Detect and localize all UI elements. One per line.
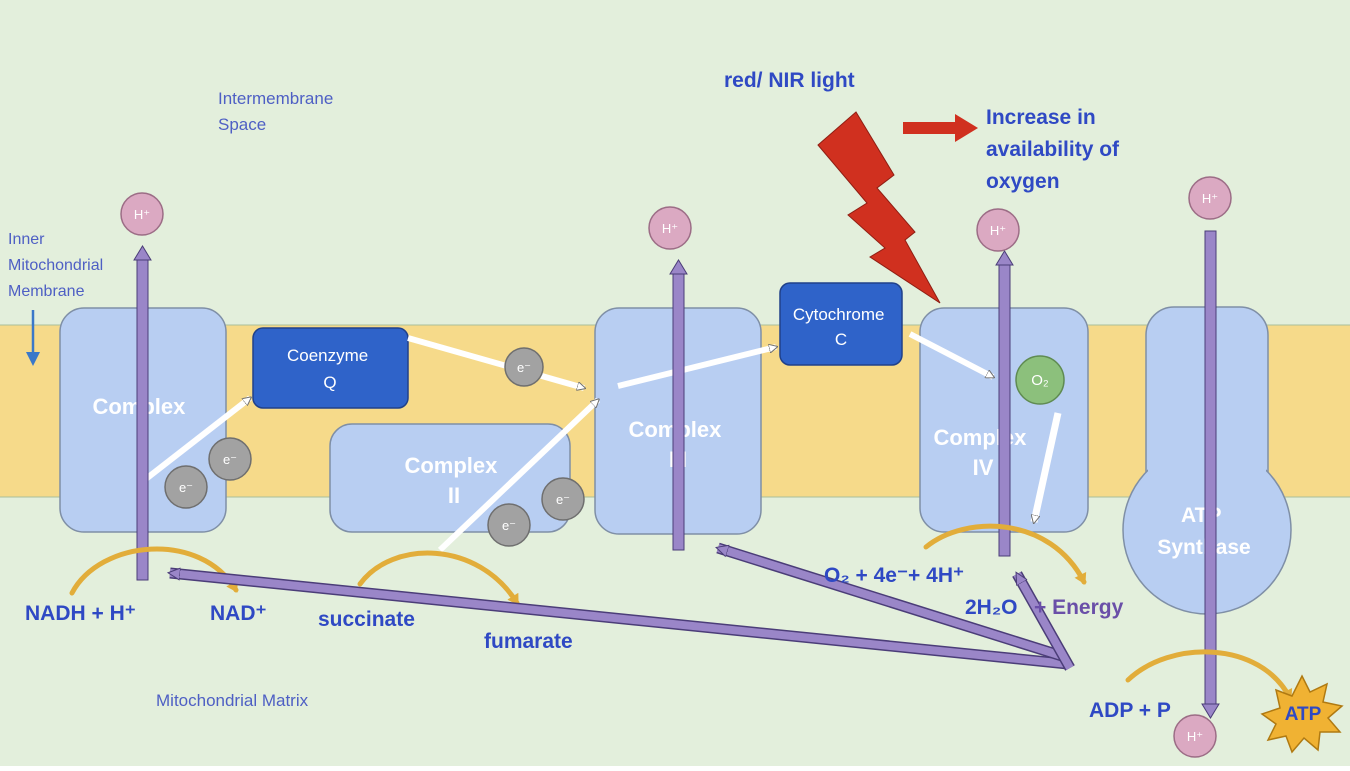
- complex-ii: Complex II: [329, 423, 571, 533]
- proton: H⁺: [1173, 714, 1217, 758]
- nadh-reaction-curve: [69, 546, 239, 596]
- oxygen-molecule: O₂: [1015, 355, 1065, 405]
- succinate-reaction-curve: [357, 550, 520, 606]
- nad-label: NAD⁺: [210, 602, 267, 625]
- nadh-label: NADH + H⁺: [25, 602, 136, 625]
- oxygen-reaction-curve: [923, 523, 1087, 585]
- reaction-curves: [69, 523, 1293, 701]
- complex-ii-label: Complex II: [404, 453, 503, 508]
- atp-burst-label: ATP: [1285, 704, 1322, 725]
- inner-membrane-label: Inner Mitochondrial Membrane: [8, 231, 108, 300]
- proton-arrow-complex-iv: [995, 250, 1014, 557]
- succinate-label: succinate: [318, 608, 415, 631]
- energy-label: + Energy: [1034, 596, 1124, 619]
- svg-text:H⁺: H⁺: [990, 223, 1006, 238]
- electron-arrow-cytc-to-civ: [908, 331, 993, 380]
- proton-pump-arrows: [133, 230, 1220, 719]
- adp-label: ADP + P: [1089, 699, 1171, 722]
- cytochrome-c-label: Cytochrome C: [793, 305, 889, 349]
- electron: e⁻: [208, 437, 252, 481]
- svg-text:e⁻: e⁻: [223, 452, 237, 467]
- coenzyme-q-label: Coenzyme Q: [287, 346, 373, 392]
- electron: e⁻: [164, 465, 208, 509]
- electron: e⁻: [504, 347, 544, 387]
- svg-text:e⁻: e⁻: [556, 492, 570, 507]
- cytochrome-c: Cytochrome C: [779, 282, 903, 366]
- electron-arrow-o2-down: [1034, 412, 1062, 522]
- red-nir-light-bolt: [817, 111, 941, 304]
- svg-text:e⁻: e⁻: [179, 480, 193, 495]
- svg-text:O₂: O₂: [1031, 372, 1049, 389]
- electron-path-arrows: [140, 331, 1062, 553]
- increase-arrow: [903, 114, 978, 142]
- electron-arrow-coq-to-ciii: [407, 335, 584, 388]
- mitochondrial-matrix-label: Mitochondrial Matrix: [156, 691, 309, 710]
- svg-text:H⁺: H⁺: [1187, 729, 1203, 744]
- svg-text:H⁺: H⁺: [662, 221, 678, 236]
- atp-burst: ATP: [1260, 674, 1344, 754]
- electron-arrow-cii-to-ciii: [437, 397, 598, 553]
- proton-flux-arrows: [170, 542, 1075, 671]
- electron-arrow-ci-to-coq: [140, 395, 250, 485]
- complex-iv-label: Complex IV: [933, 425, 1032, 480]
- proton: H⁺: [120, 192, 164, 236]
- proton: H⁺: [976, 208, 1020, 252]
- proton-arrow-atp-synthase: [1201, 230, 1220, 719]
- light-label: red/ NIR light: [724, 69, 855, 92]
- adp-reaction-curve: [1125, 649, 1293, 701]
- proton: H⁺: [648, 206, 692, 250]
- electron: e⁻: [541, 477, 585, 521]
- proton-arrow-complex-iii: [669, 259, 688, 551]
- fumarate-label: fumarate: [484, 630, 573, 653]
- coenzyme-q: Coenzyme Q: [252, 327, 409, 409]
- intermembrane-space-label: Intermembrane Space: [218, 89, 338, 134]
- water-label: 2H₂O: [965, 596, 1018, 619]
- proton-arrow-complex-i: [133, 245, 152, 581]
- membrane-pointer-arrow: [26, 310, 40, 366]
- proton: H⁺: [1188, 176, 1232, 220]
- svg-text:H⁺: H⁺: [134, 207, 150, 222]
- oxygen-equation-label: O₂ + 4e⁻+ 4H⁺: [824, 564, 964, 587]
- svg-text:H⁺: H⁺: [1202, 191, 1218, 206]
- electron: e⁻: [487, 503, 531, 547]
- oxygen-increase-label: Increase in availability of oxygen: [986, 106, 1125, 193]
- svg-text:e⁻: e⁻: [502, 518, 516, 533]
- svg-text:e⁻: e⁻: [517, 360, 531, 375]
- electron-arrow-ciii-to-cytc: [617, 347, 776, 389]
